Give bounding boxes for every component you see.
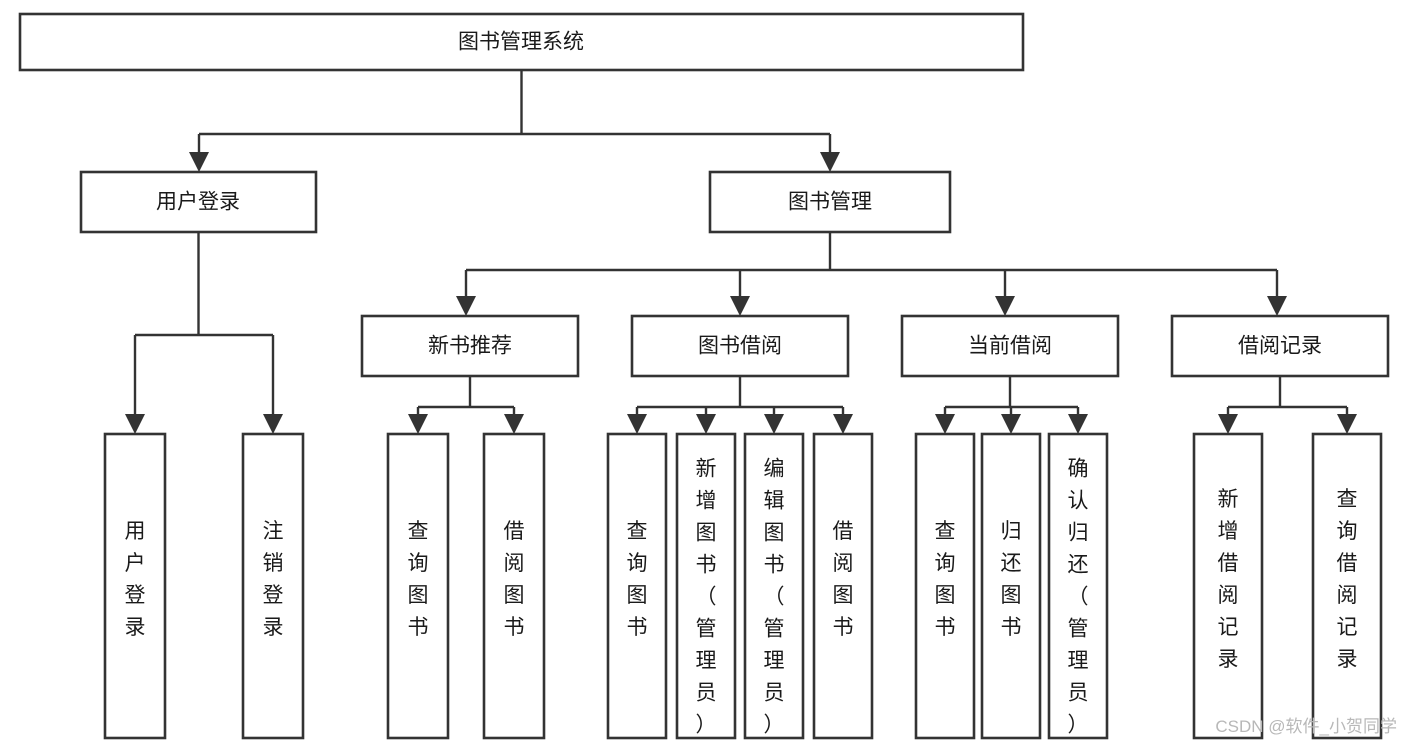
arrow-bookborrow-to-add — [696, 414, 716, 434]
connector-group-current-borrow — [935, 376, 1088, 434]
leaf-borrow-books[interactable]: 借阅图书 — [812, 432, 874, 740]
leaf-query-borrow-record[interactable]: 查询借阅记录 — [1311, 432, 1383, 740]
node-borrow-records-box[interactable] — [1170, 314, 1390, 378]
arrow-bookborrow-to-edit — [764, 414, 784, 434]
connector-group-book-borrow — [627, 376, 853, 434]
leaf-query-books-recommend[interactable]: 查询图书 — [386, 432, 450, 740]
node-user-login-box[interactable] — [79, 170, 318, 234]
arrow-newbooks-to-query — [408, 414, 428, 434]
leaf-add-borrow-record[interactable]: 新增借阅记录 — [1192, 432, 1264, 740]
leaf-add-borrow-record-box[interactable] — [1192, 432, 1264, 740]
node-new-book-recommend-label: 新书推荐 — [428, 335, 512, 358]
leaf-user-login-box[interactable] — [103, 432, 167, 740]
node-book-borrow-box[interactable] — [630, 314, 850, 378]
node-user-login-label: 用户登录 — [156, 191, 240, 214]
connector-group-root — [189, 70, 840, 172]
leaf-query-books-recommend-label: 查询图书 — [408, 520, 429, 639]
leaf-edit-book-admin[interactable]: 编辑图书（管理员） — [743, 432, 805, 740]
leaf-query-books-current-box[interactable] — [914, 432, 976, 740]
leaf-borrow-books-label: 借阅图书 — [833, 520, 854, 639]
arrow-bookmgmt-to-current — [995, 296, 1015, 316]
leaf-user-login-label: 用户登录 — [125, 520, 146, 639]
leaf-borrow-books-box[interactable] — [812, 432, 874, 740]
arrow-bookmgmt-to-records — [1267, 296, 1287, 316]
leaf-add-book-admin[interactable]: 新增图书（管理员） — [675, 432, 737, 740]
leaf-query-books-current[interactable]: 查询图书 — [914, 432, 976, 740]
leaf-query-books-current-label: 查询图书 — [935, 520, 956, 639]
arrow-bookmgmt-to-borrow — [730, 296, 750, 316]
leaf-user-login[interactable]: 用户登录 — [103, 432, 167, 740]
arrow-userlogin-to-login — [125, 414, 145, 434]
leaf-logout[interactable]: 注销登录 — [241, 432, 305, 740]
leaf-return-books[interactable]: 归还图书 — [980, 432, 1042, 740]
leaf-confirm-return-admin[interactable]: 确认归还（管理员） — [1047, 432, 1109, 740]
arrow-userlogin-to-logout — [263, 414, 283, 434]
node-borrow-records[interactable]: 借阅记录 — [1170, 314, 1390, 378]
leaf-borrow-books-recommend[interactable]: 借阅图书 — [482, 432, 546, 740]
node-new-book-recommend-box[interactable] — [360, 314, 580, 378]
leaf-add-book-admin-box[interactable] — [675, 432, 737, 740]
node-book-borrow[interactable]: 图书借阅 — [630, 314, 850, 378]
arrow-root-to-book-mgmt — [820, 152, 840, 172]
node-current-borrow-box[interactable] — [900, 314, 1120, 378]
node-current-borrow-label: 当前借阅 — [968, 335, 1052, 358]
leaf-logout-label: 注销登录 — [263, 520, 284, 639]
arrow-bookborrow-to-borrow — [833, 414, 853, 434]
leaf-add-borrow-record-label: 新增借阅记录 — [1218, 488, 1239, 671]
leaf-query-books-borrow-box[interactable] — [606, 432, 668, 740]
node-borrow-records-label: 借阅记录 — [1238, 335, 1322, 358]
node-user-login[interactable]: 用户登录 — [79, 170, 318, 234]
leaf-query-borrow-record-label: 查询借阅记录 — [1337, 488, 1358, 671]
node-root-box[interactable] — [18, 12, 1025, 72]
leaf-confirm-return-admin-box[interactable] — [1047, 432, 1109, 740]
arrow-currentborrow-to-confirm — [1068, 414, 1088, 434]
leaf-borrow-books-recommend-label: 借阅图书 — [504, 520, 525, 639]
leaf-query-books-borrow[interactable]: 查询图书 — [606, 432, 668, 740]
leaf-return-books-label: 归还图书 — [1001, 520, 1022, 639]
connector-group-book-mgmt — [456, 232, 1287, 316]
leaf-add-book-admin-label: 新增图书（管理员） — [696, 458, 717, 737]
arrow-bookmgmt-to-new-books — [456, 296, 476, 316]
leaf-query-books-recommend-box[interactable] — [386, 432, 450, 740]
connector-group-borrow-records — [1218, 376, 1357, 434]
leaf-query-books-borrow-label: 查询图书 — [627, 520, 648, 639]
node-book-management-label: 图书管理 — [788, 191, 872, 214]
node-root-label: 图书管理系统 — [458, 31, 584, 54]
connector-group-user-login — [125, 232, 283, 434]
connector-group-new-books — [408, 376, 524, 434]
arrow-root-to-user-login — [189, 152, 209, 172]
node-new-book-recommend[interactable]: 新书推荐 — [360, 314, 580, 378]
leaf-confirm-return-admin-label: 确认归还（管理员） — [1068, 458, 1089, 737]
node-book-management[interactable]: 图书管理 — [708, 170, 952, 234]
node-book-borrow-label: 图书借阅 — [698, 335, 782, 358]
watermark-label: CSDN @软件_小贺同学 — [1215, 717, 1397, 736]
arrow-borrowrecords-to-add — [1218, 414, 1238, 434]
node-book-management-box[interactable] — [708, 170, 952, 234]
leaf-logout-box[interactable] — [241, 432, 305, 740]
leaf-edit-book-admin-box[interactable] — [743, 432, 805, 740]
arrow-newbooks-to-borrow — [504, 414, 524, 434]
node-current-borrow[interactable]: 当前借阅 — [900, 314, 1120, 378]
arrow-bookborrow-to-query — [627, 414, 647, 434]
leaf-borrow-books-recommend-box[interactable] — [482, 432, 546, 740]
arrow-borrowrecords-to-query — [1337, 414, 1357, 434]
arrow-currentborrow-to-return — [1001, 414, 1021, 434]
leaf-return-books-box[interactable] — [980, 432, 1042, 740]
leaf-edit-book-admin-label: 编辑图书（管理员） — [764, 458, 785, 737]
leaf-query-borrow-record-box[interactable] — [1311, 432, 1383, 740]
arrow-currentborrow-to-query — [935, 414, 955, 434]
node-root-system[interactable]: 图书管理系统 — [18, 12, 1025, 72]
